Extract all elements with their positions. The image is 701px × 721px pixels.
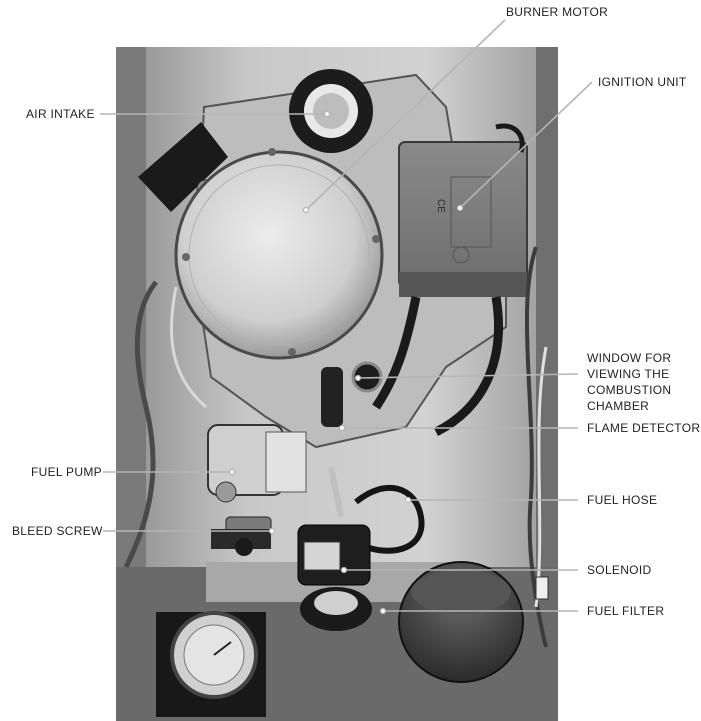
- label-window-line-3: COMBUSTION: [587, 383, 672, 397]
- burner-photo: CE: [116, 47, 558, 721]
- label-burner-motor: BURNER MOTOR: [506, 5, 609, 19]
- ignition-unit: [398, 141, 528, 288]
- label-window-line-2: VIEWING THE: [587, 367, 670, 381]
- cabinet-right-wall: [536, 47, 558, 721]
- label-bleed-screw: BLEED SCREW: [12, 524, 103, 538]
- label-flame-detector: FLAME DETECTOR: [587, 421, 701, 435]
- label-air-intake: AIR INTAKE: [26, 107, 95, 121]
- flame-detector: [321, 367, 343, 427]
- label-fuel-filter: FUEL FILTER: [587, 604, 665, 618]
- label-window-line-4: CHAMBER: [587, 399, 650, 413]
- combustion-window: [351, 361, 383, 393]
- label-ignition-unit: IGNITION UNIT: [598, 75, 687, 89]
- label-solenoid: SOLENOID: [587, 563, 652, 577]
- bracket: [138, 122, 228, 212]
- burner-motor: [174, 150, 384, 360]
- label-window-viewing-combustion: WINDOW FOR VIEWING THE COMBUSTION CHAMBE…: [587, 350, 697, 414]
- ce-mark: CE: [435, 199, 446, 213]
- label-fuel-pump: FUEL PUMP: [31, 465, 102, 479]
- ignition-cable-left: [372, 296, 421, 410]
- label-fuel-hose: FUEL HOSE: [587, 493, 658, 507]
- label-window-line-1: WINDOW FOR: [587, 351, 672, 365]
- fuel-hose: [354, 484, 425, 554]
